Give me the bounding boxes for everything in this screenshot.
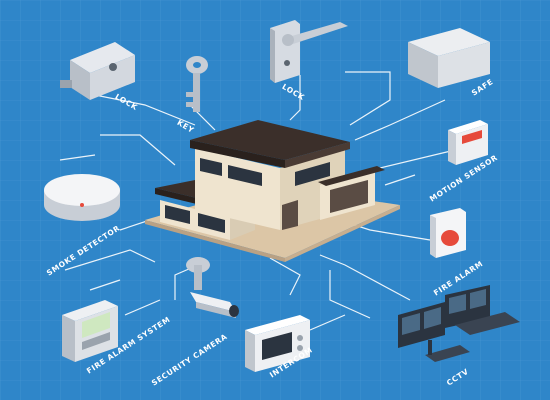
key-device: [186, 56, 208, 112]
lock-center-device: [270, 20, 348, 83]
security-camera-device: [186, 257, 239, 318]
fire-alarm-system-device: [62, 300, 118, 362]
smoke-detector-device: [44, 174, 120, 221]
lock-left-device: [60, 42, 135, 100]
connection-wires: [59, 71, 456, 331]
house: [145, 120, 400, 262]
cctv-device: [398, 285, 520, 362]
fire-alarm-device: [430, 208, 466, 258]
safe-device: [408, 28, 490, 88]
motion-sensor-device: [448, 120, 488, 165]
intercom-device: [245, 315, 310, 372]
